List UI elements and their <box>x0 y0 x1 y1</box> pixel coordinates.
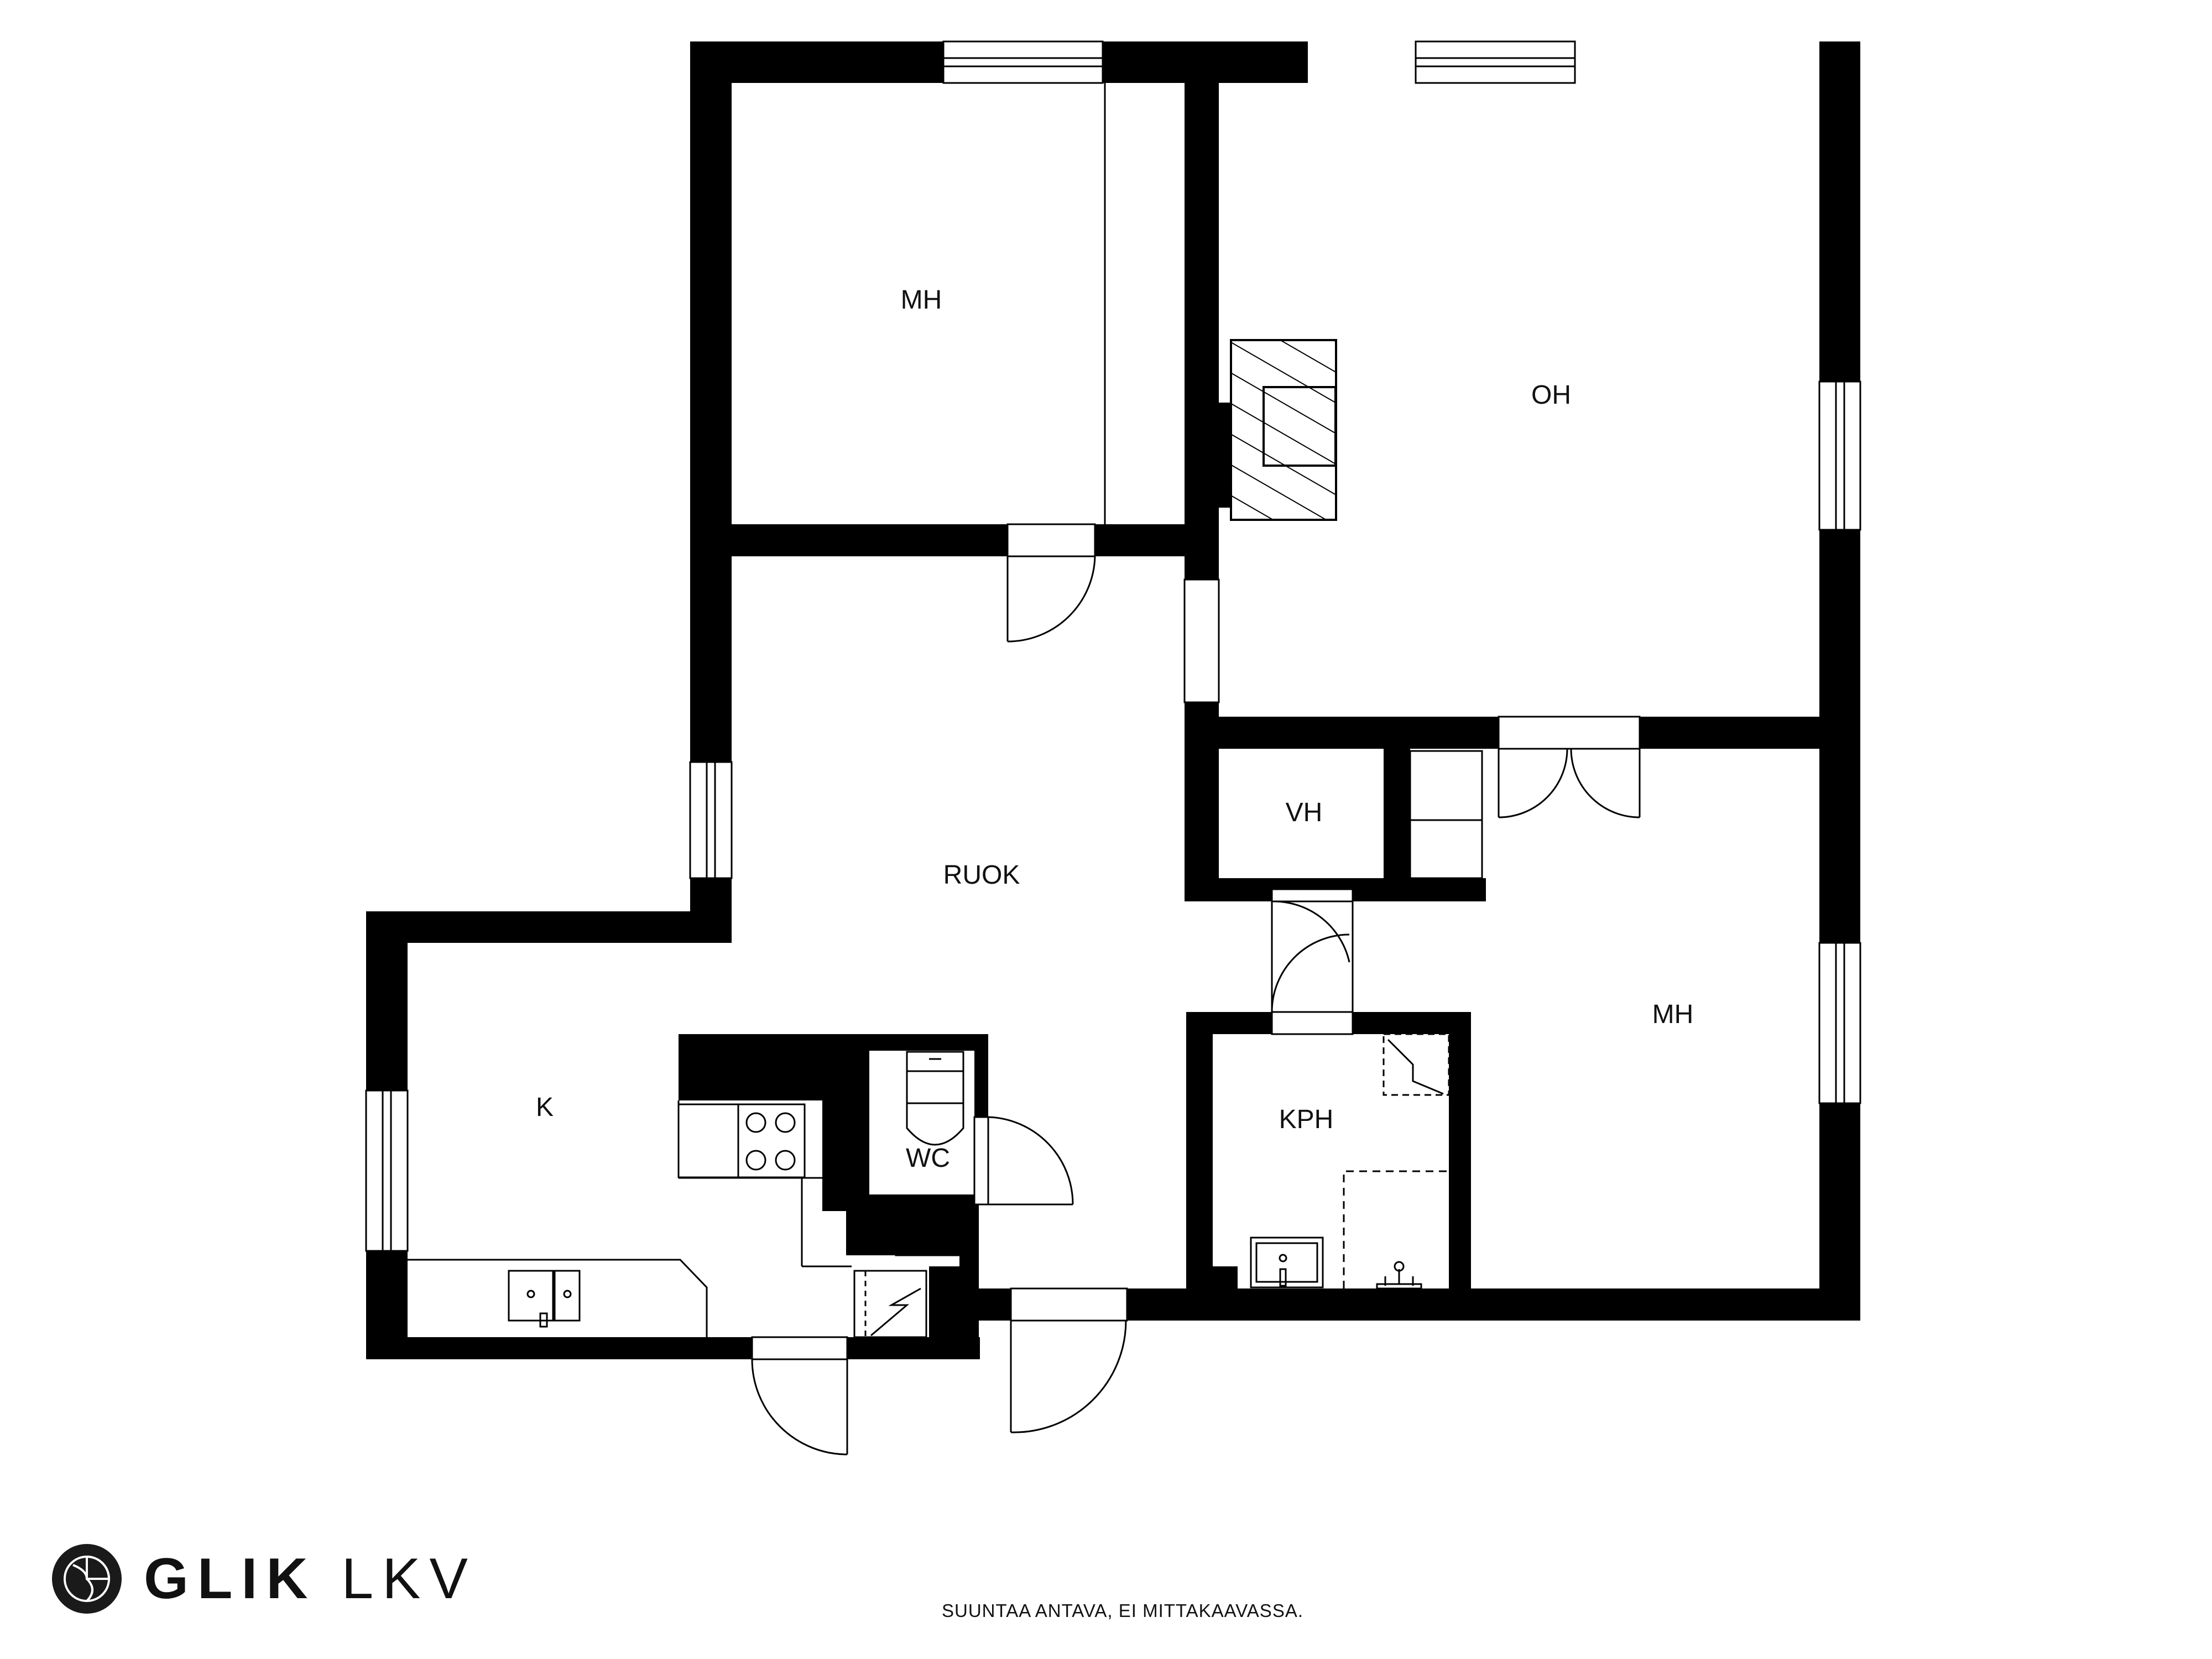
opening-ruok-oh <box>1183 578 1220 703</box>
wc-sink-icon <box>895 1202 966 1256</box>
door-mh-top <box>1006 523 1096 643</box>
room-labels: MH OH RUOK VH MH K WC KPH <box>536 285 1693 1173</box>
window-mh-top <box>942 40 1104 84</box>
thin-lines <box>408 83 1483 1337</box>
electric-panel-kitchen-icon <box>853 1270 927 1338</box>
brand-name: GLIK LKV <box>144 1546 477 1612</box>
door-wc <box>973 1116 1074 1206</box>
kph-sink-icon <box>1250 1237 1324 1288</box>
room-label-k: K <box>536 1093 554 1122</box>
fireplace-icon <box>1219 339 1337 521</box>
windows <box>365 40 1861 1252</box>
window-k-left <box>365 1089 409 1252</box>
window-oh-top <box>1415 40 1576 84</box>
brand-name-bold: GLIK <box>144 1546 317 1611</box>
room-label-ruok: RUOK <box>943 860 1020 890</box>
disclaimer: SUUNTAA ANTAVA, EI MITTAKAAVASSA. <box>941 1600 1304 1621</box>
room-label-mh-top: MH <box>901 285 942 315</box>
room-label-wc: WC <box>906 1144 950 1173</box>
partitions <box>366 524 1819 1359</box>
glik-logo-icon <box>52 1544 122 1614</box>
brand: GLIK LKV <box>51 1543 477 1615</box>
doors <box>751 523 1641 1455</box>
door-closet <box>1498 716 1641 818</box>
room-label-kph: KPH <box>1279 1105 1334 1134</box>
stove-icon <box>677 1103 806 1178</box>
window-mh-right <box>1818 942 1861 1104</box>
electric-panel-icon <box>1383 1033 1450 1096</box>
door-kitchen-exit <box>751 1336 848 1455</box>
room-label-mh-right: MH <box>1652 1000 1694 1029</box>
door-kph <box>1271 888 1354 1035</box>
brand-name-light: LKV <box>341 1546 477 1611</box>
sink-icon <box>508 1270 581 1328</box>
interiors <box>408 83 1819 1337</box>
room-label-oh: OH <box>1531 380 1571 410</box>
window-oh-right <box>1818 380 1861 531</box>
shower-icon <box>1376 1261 1422 1290</box>
window-ruok-left <box>689 761 733 879</box>
toilet-icon <box>906 1051 964 1146</box>
room-label-vh: VH <box>1286 798 1323 827</box>
door-entrance <box>1010 1287 1128 1433</box>
